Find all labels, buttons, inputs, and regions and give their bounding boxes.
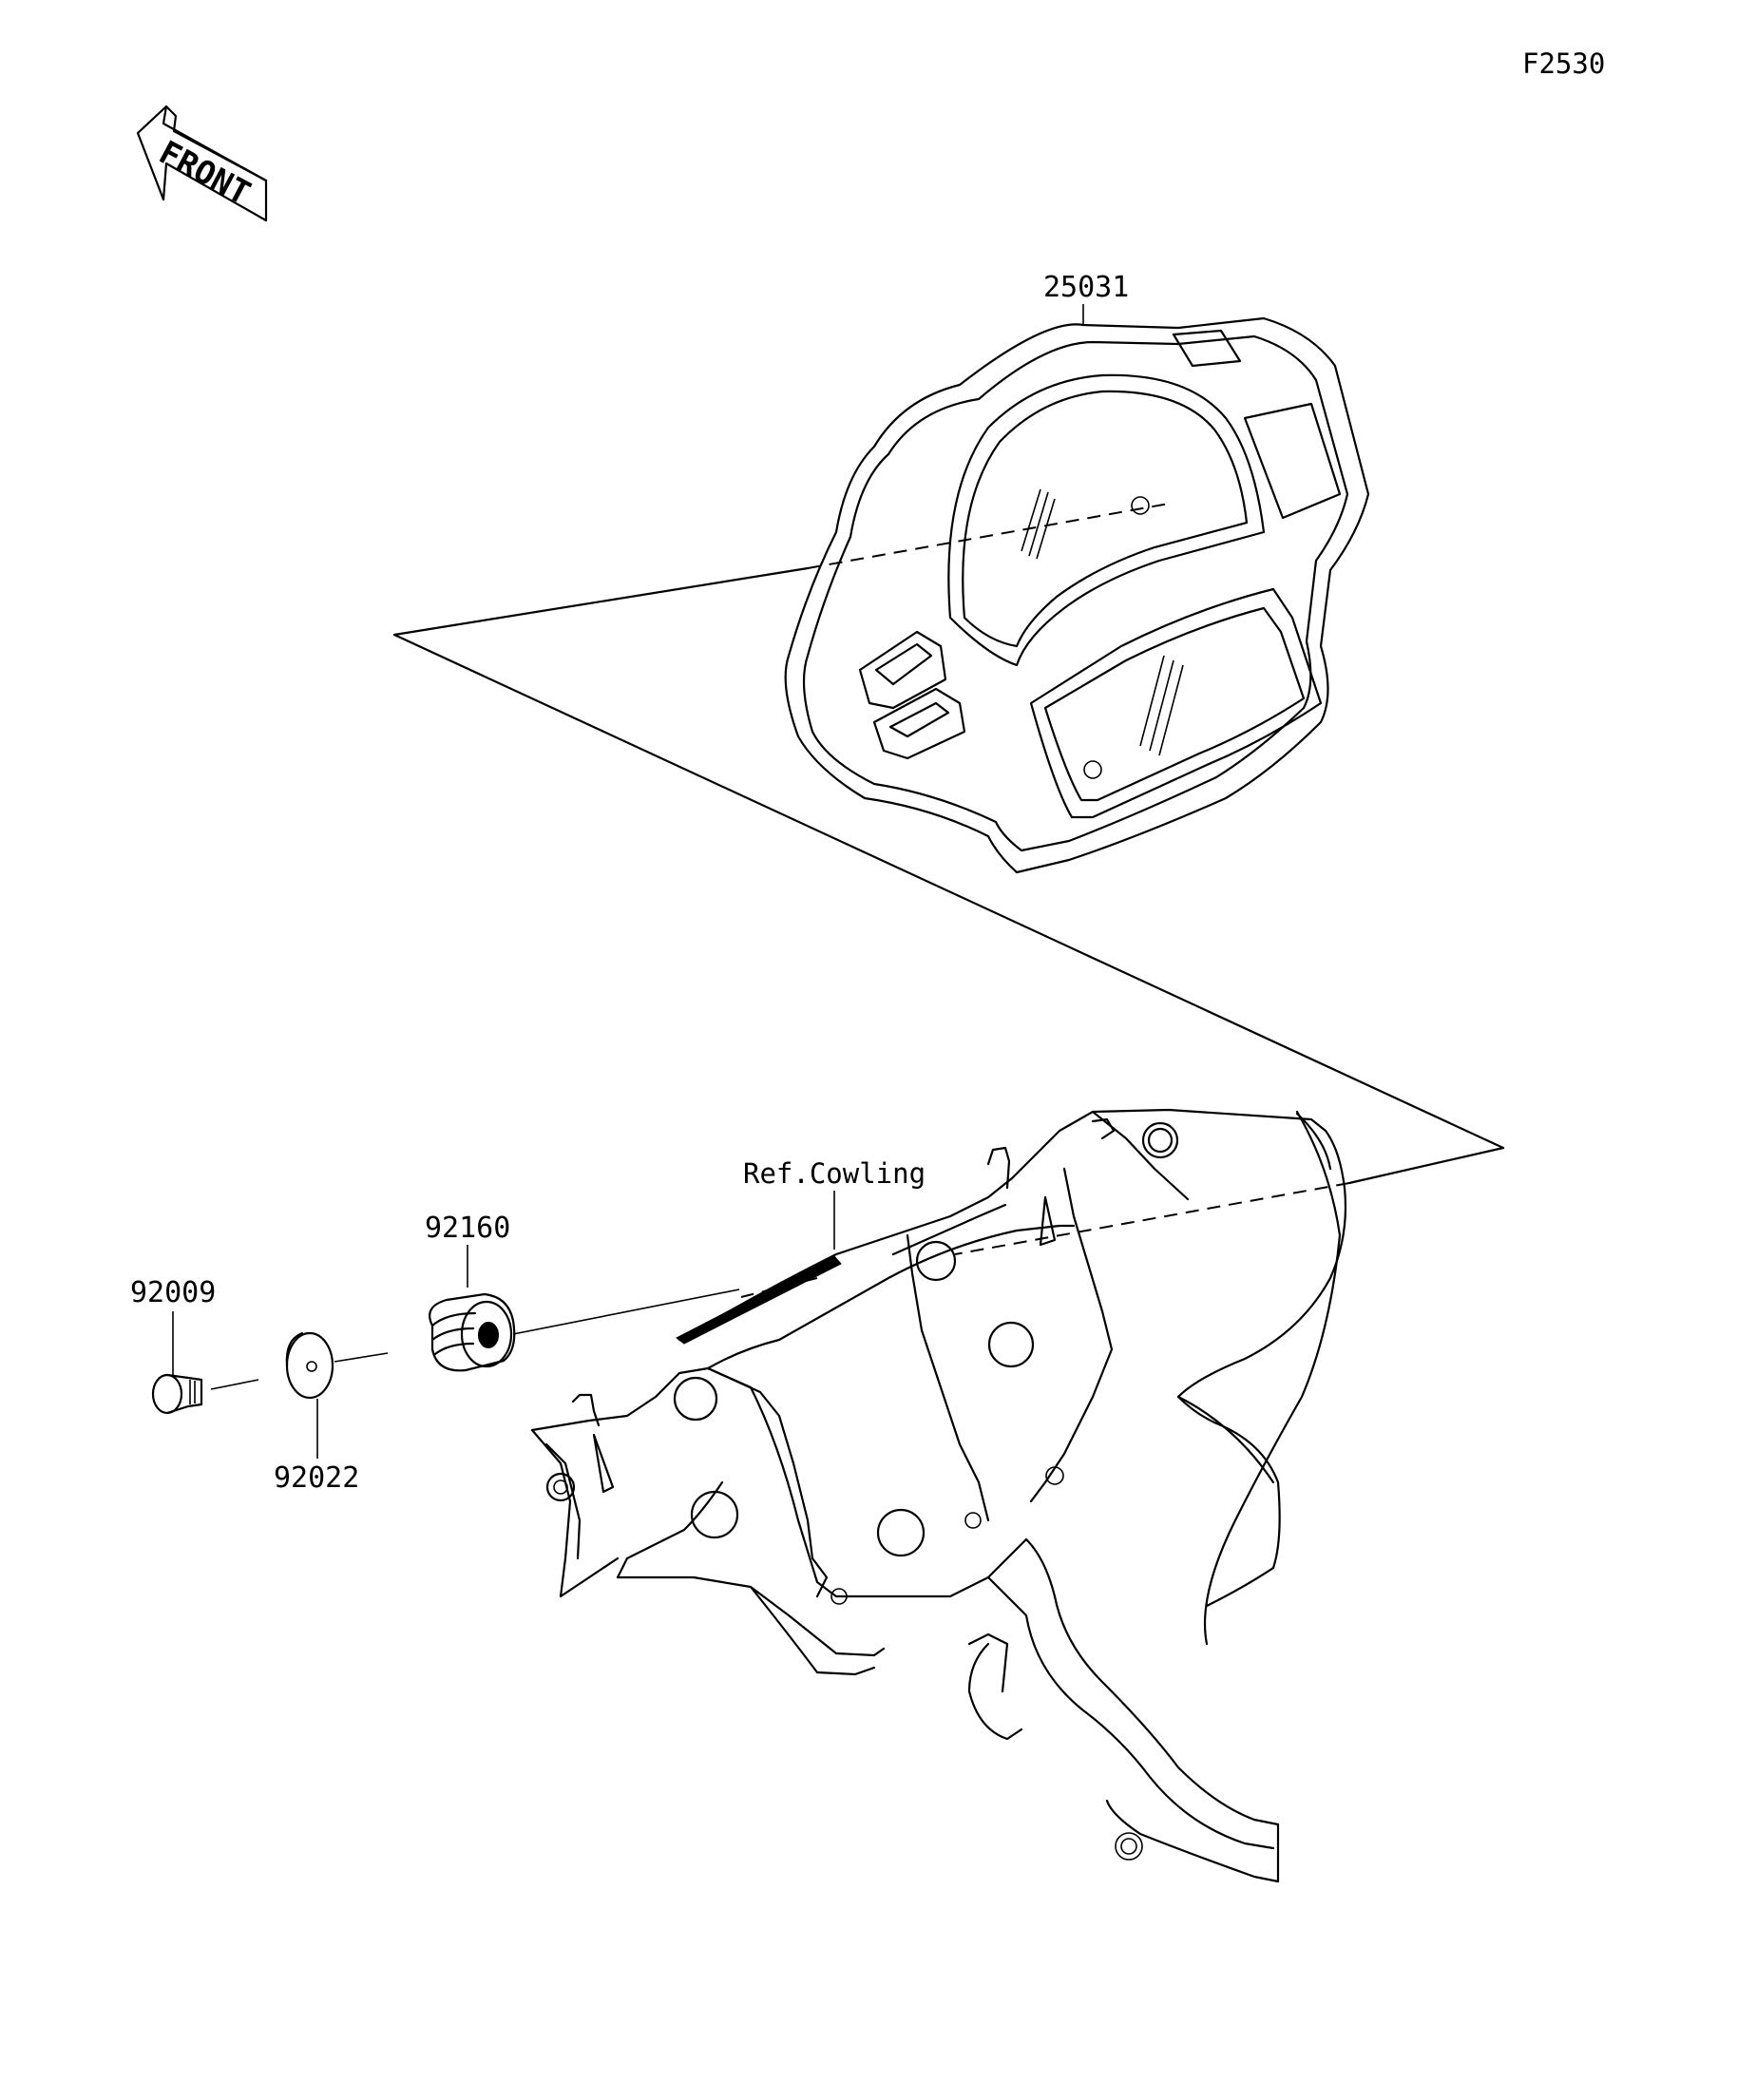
part-label-92160: 92160: [425, 1212, 510, 1245]
meter-assembly: [784, 316, 1370, 874]
reference-label-cowling: Ref.Cowling: [743, 1157, 926, 1190]
bolt-part: [151, 1373, 259, 1415]
cowling-edge-strip: [676, 1255, 842, 1345]
part-label-92022: 92022: [274, 1461, 359, 1495]
front-arrow-icon: FRONT: [136, 105, 268, 222]
figure-id: F2530: [1522, 48, 1605, 80]
explosion-lines: [392, 503, 1505, 1255]
cowling-bracket: [530, 1108, 1347, 1883]
grommet-part: [429, 1289, 740, 1372]
washer-part: [285, 1331, 389, 1400]
part-label-92009: 92009: [130, 1276, 216, 1309]
part-label-25031: 25031: [1043, 271, 1129, 304]
